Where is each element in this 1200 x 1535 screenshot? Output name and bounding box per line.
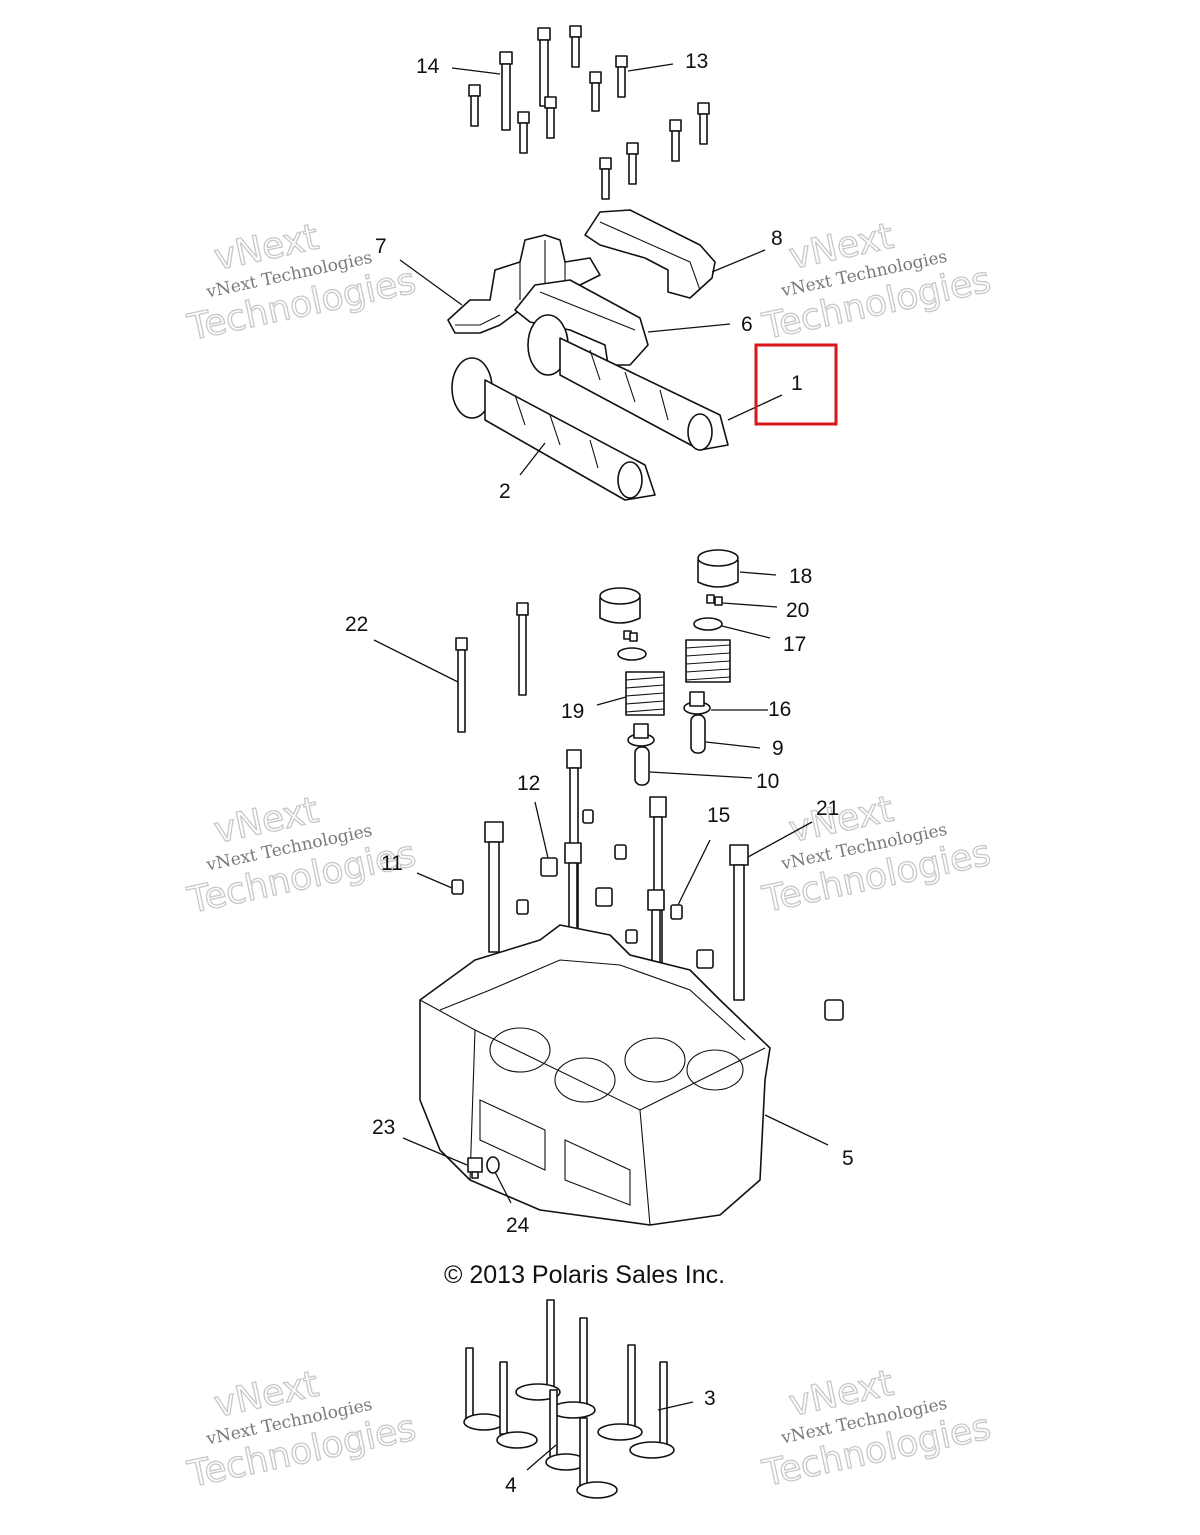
valve-bucket-left bbox=[599, 587, 641, 624]
label-6: 6 bbox=[741, 313, 753, 336]
dowel-pins bbox=[451, 809, 844, 1021]
camshaft-intake bbox=[451, 357, 656, 501]
label-4: 4 bbox=[505, 1474, 517, 1497]
label-8: 8 bbox=[771, 227, 783, 250]
valve-bucket-right bbox=[697, 549, 739, 588]
copyright-text: © 2013 Polaris Sales Inc. bbox=[444, 1261, 725, 1289]
watermark-mid-left: vNext vNext Technologies Technologies bbox=[183, 789, 420, 922]
camshaft-carrier-left bbox=[447, 234, 601, 334]
label-21: 21 bbox=[816, 797, 839, 820]
watermark-top-right: vNext vNext Technologies Technologies bbox=[758, 215, 995, 348]
label-14: 14 bbox=[416, 55, 440, 78]
valve-guides bbox=[634, 714, 706, 786]
label-18: 18 bbox=[789, 565, 812, 588]
label-16: 16 bbox=[768, 698, 791, 721]
label-5: 5 bbox=[842, 1147, 854, 1170]
watermark-mid-right: vNext vNext Technologies Technologies bbox=[758, 788, 995, 921]
label-3: 3 bbox=[704, 1387, 716, 1410]
label-17: 17 bbox=[783, 633, 806, 656]
watermark-bottom-left: vNext vNext Technologies Technologies bbox=[183, 1363, 420, 1496]
label-19: 19 bbox=[561, 700, 584, 723]
valve-retainers bbox=[617, 617, 723, 661]
camshaft-cap-bolts bbox=[468, 25, 710, 200]
camshaft-carrier-right bbox=[584, 209, 716, 299]
part-number-labels: 14 13 7 8 6 1 2 18 20 22 17 19 16 9 10 1… bbox=[345, 50, 854, 1497]
valves bbox=[463, 1299, 675, 1499]
label-11: 11 bbox=[381, 852, 403, 875]
label-13: 13 bbox=[685, 50, 708, 73]
label-7: 7 bbox=[375, 235, 387, 258]
valve-springs bbox=[625, 639, 731, 716]
label-23: 23 bbox=[372, 1116, 395, 1139]
label-9: 9 bbox=[772, 737, 784, 760]
label-22: 22 bbox=[345, 613, 368, 636]
watermark-top-left: vNext vNext Technologies Technologies bbox=[183, 216, 420, 349]
label-1: 1 bbox=[791, 372, 803, 395]
leader-lines bbox=[373, 63, 829, 1471]
label-10: 10 bbox=[756, 770, 779, 793]
label-20: 20 bbox=[786, 599, 809, 622]
highlight-box-part-1 bbox=[754, 343, 838, 426]
label-12: 12 bbox=[517, 772, 540, 795]
valve-keepers bbox=[623, 594, 723, 642]
oil-plug-and-washer bbox=[467, 1156, 500, 1179]
label-2: 2 bbox=[499, 480, 511, 503]
label-15: 15 bbox=[707, 804, 730, 827]
camshaft-exhaust bbox=[527, 314, 729, 451]
cylinder-head bbox=[419, 924, 771, 1226]
label-24: 24 bbox=[506, 1214, 530, 1237]
valve-stem-seals bbox=[627, 691, 711, 747]
watermark-bottom-right: vNext vNext Technologies Technologies bbox=[758, 1362, 995, 1495]
